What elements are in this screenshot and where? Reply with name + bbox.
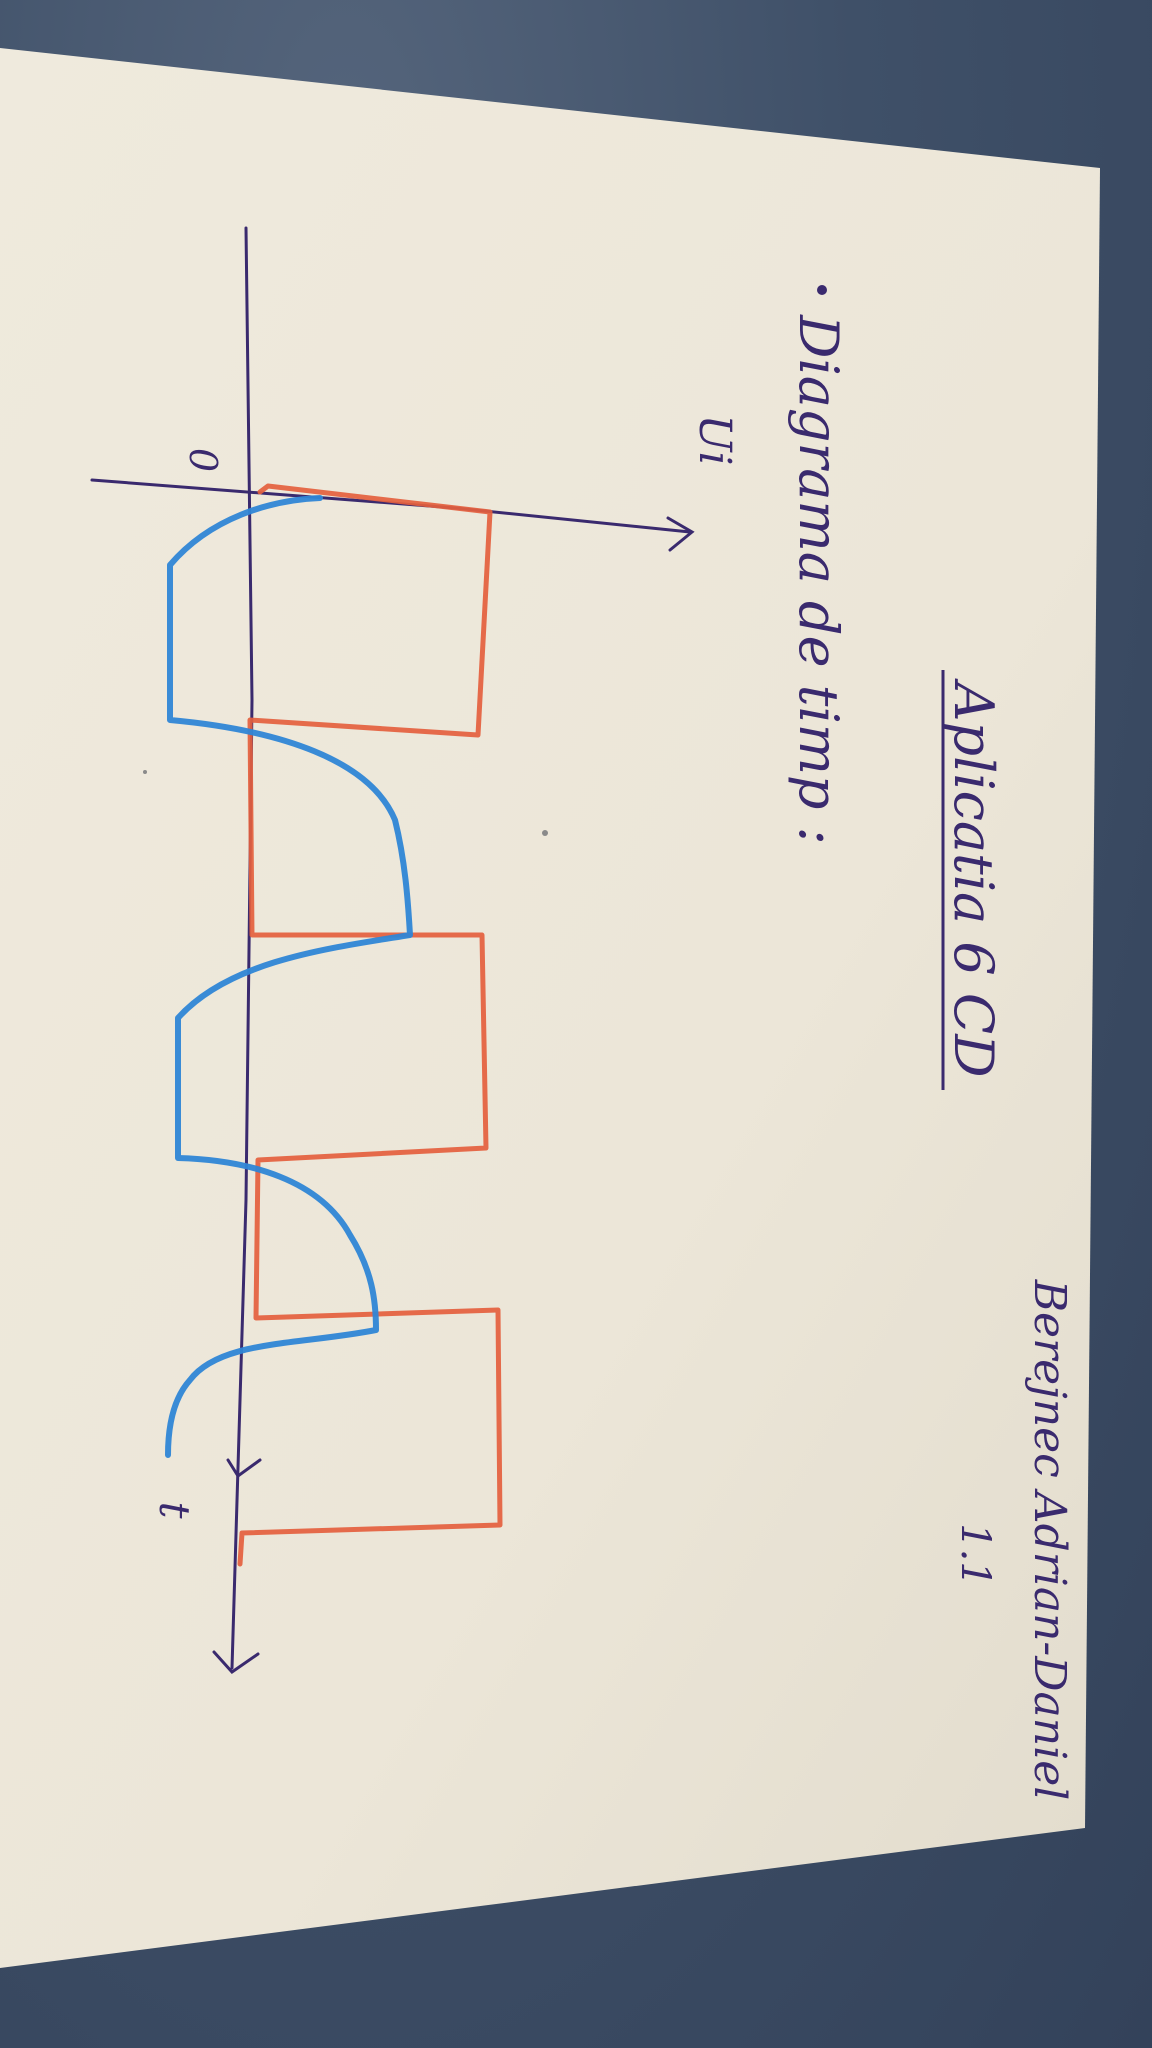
time-axis [212,226,262,1674]
voltage-axis-label: Ui [689,414,740,465]
time-axis-arrow-icon-2 [226,1458,262,1479]
bullet-dot [817,285,827,295]
group-label: 1.1 [952,1523,998,1587]
time-axis-label: t [150,1502,199,1519]
time-axis-arrow-icon [212,1650,260,1674]
voltage-axis-arrow-icon [666,516,695,552]
paper-speck [542,830,548,836]
response-wave [165,495,413,1458]
square-wave [237,483,503,1567]
note-title: Aplicatia 6 CD [942,677,1005,1077]
paper-sheet [0,48,1100,1968]
diagram-heading: Diagrama de timp : [787,314,850,845]
author-name: Berejnec Adrian-Daniel [1024,1279,1075,1801]
origin-label: 0 [181,448,225,472]
paper-speck [143,770,147,774]
